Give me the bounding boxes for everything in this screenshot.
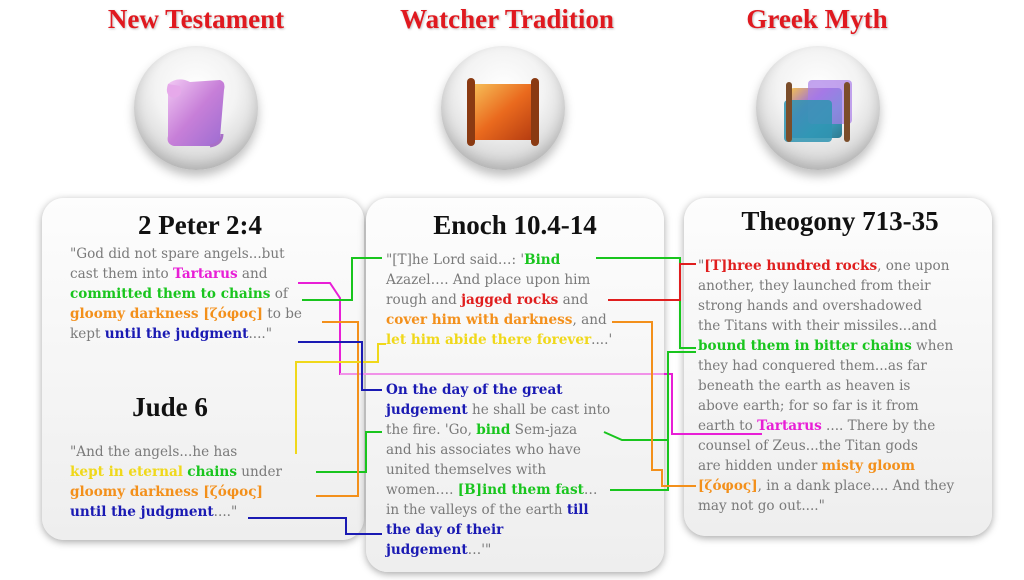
ref-theogony: Theogony 713-35: [741, 206, 939, 236]
jude-line-4: until the judgment....": [70, 504, 238, 520]
enoch-line-13: in the valleys of the earth till: [386, 502, 589, 518]
theogony-line-5: bound them in bitter chains when: [698, 338, 954, 354]
theogony-line-10: counsel of Zeus...the Titan gods: [698, 438, 918, 454]
theogony-line-6: they had conquered them...as far: [698, 358, 927, 374]
theogony-line-11: are hidden under misty gloom: [698, 458, 915, 474]
forever-term: let him abide there forever: [386, 332, 592, 348]
ref-jude: Jude 6: [132, 392, 208, 422]
theogony-line-12: [ζόφος], in a dank place.... And they: [698, 478, 955, 494]
enoch-line-10: and his associates who have: [386, 442, 581, 458]
theogony-line-13: may not go out....": [698, 498, 825, 514]
judgement-term: On the day of the great: [386, 382, 563, 398]
jude-quote: "And the angels...he has kept in eternal…: [70, 442, 282, 522]
tartarus-term: Tartarus: [173, 266, 238, 282]
jude-line-3: gloomy darkness [ζόφος]: [70, 482, 282, 502]
darkness-term: gloomy darkness [ζόφος]: [70, 306, 263, 322]
theogony-line-3: strong hands and overshadowed: [698, 298, 922, 314]
judgement-term: judgement: [386, 542, 468, 558]
ref-enoch: Enoch 10.4-14: [433, 210, 597, 240]
chains-term: chains: [187, 464, 237, 480]
new-testament-orb: [134, 46, 258, 170]
enoch-quote: "[T]he Lord said…: 'Bind Azazel…. And pl…: [386, 250, 612, 560]
theogony-line-4: the Titans with their missiles...and: [698, 318, 937, 334]
judgement-term: the day of their: [386, 522, 504, 538]
jude-line-1: "And the angels...he has: [70, 444, 238, 460]
enoch-line-3: rough and jagged rocks and: [386, 292, 589, 308]
theogony-line-9: earth to Tartarus .... There by the: [698, 418, 936, 434]
peter-quote: "God did not spare angels...but cast the…: [70, 244, 302, 344]
rocks-term: [T]hree hundred rocks: [704, 258, 878, 274]
enoch-line-5: let him abide there forever....': [386, 332, 613, 348]
theogony-line-8: above earth; for so far is it from: [698, 398, 919, 414]
greek-orb: [756, 46, 880, 170]
enoch-line-1: "[T]he Lord said…: 'Bind: [386, 252, 561, 268]
chains-term: bound them in bitter chains: [698, 338, 912, 354]
peter-line-2: cast them into Tartarus and: [70, 266, 268, 282]
multicolor-scrolls-icon: [784, 80, 852, 142]
peter-line-1: "God did not spare angels...but: [70, 246, 285, 262]
jude-line-2: kept in eternal chains under: [70, 464, 283, 480]
gloom-term: misty gloom: [821, 458, 915, 474]
judgement-term: judgement: [386, 402, 468, 418]
gloom-term: [ζόφος]: [698, 478, 758, 494]
enoch-line-4: cover him with darkness, and: [386, 312, 607, 328]
eternal-term: kept in eternal: [70, 464, 183, 480]
judgment-term: until the judgment: [104, 326, 249, 342]
enoch-line-14: the day of their: [386, 520, 612, 540]
judgment-term: until the judgment: [70, 504, 214, 520]
column-title-new-testament: New Testament: [107, 4, 285, 34]
enoch-line-15: judgement…'": [386, 542, 492, 558]
theogony-line-7: beneath the earth as heaven is: [698, 378, 911, 394]
theogony-line-1: "[T]hree hundred rocks, one upon: [698, 258, 950, 274]
column-title-greek-myth: Greek Myth: [746, 4, 888, 34]
theogony-quote: "[T]hree hundred rocks, one upon another…: [698, 256, 954, 516]
bind-term: [B]ind them fast: [457, 482, 584, 498]
watcher-orb: [441, 46, 565, 170]
purple-scroll-icon: [166, 79, 225, 148]
darkness-term: cover him with darkness: [386, 312, 573, 328]
orange-scroll-icon: [467, 78, 539, 146]
enoch-line-11: united themselves with: [386, 462, 547, 478]
rocks-term: jagged rocks: [461, 292, 559, 308]
chains-term: committed them to chains: [70, 286, 271, 302]
enoch-line-12: women…. [B]ind them fast…: [386, 482, 598, 498]
ref-2-peter: 2 Peter 2:4: [138, 210, 262, 240]
bind-term: Bind: [524, 252, 561, 268]
darkness-term: gloomy darkness [ζόφος]: [70, 484, 263, 500]
peter-line-4: gloomy darkness [ζόφος] to be: [70, 306, 302, 322]
judgement-term: till: [566, 502, 589, 518]
tartarus-term: Tartarus: [757, 418, 822, 434]
peter-line-3: committed them to chains of: [70, 286, 288, 302]
enoch-line-9: the fire. 'Go, bind Sem-jaza: [386, 422, 578, 438]
enoch-line-gap: [386, 350, 612, 380]
enoch-line-8: judgement he shall be cast into: [386, 402, 611, 418]
bind-term: bind: [476, 422, 511, 438]
enoch-line-2: Azazel…. And place upon him: [386, 272, 591, 288]
theogony-line-2: another, they launched from their: [698, 278, 931, 294]
peter-line-5: kept until the judgment....": [70, 326, 272, 342]
enoch-line-7: On the day of the great: [386, 380, 612, 400]
column-title-watcher-tradition: Watcher Tradition: [400, 4, 614, 34]
